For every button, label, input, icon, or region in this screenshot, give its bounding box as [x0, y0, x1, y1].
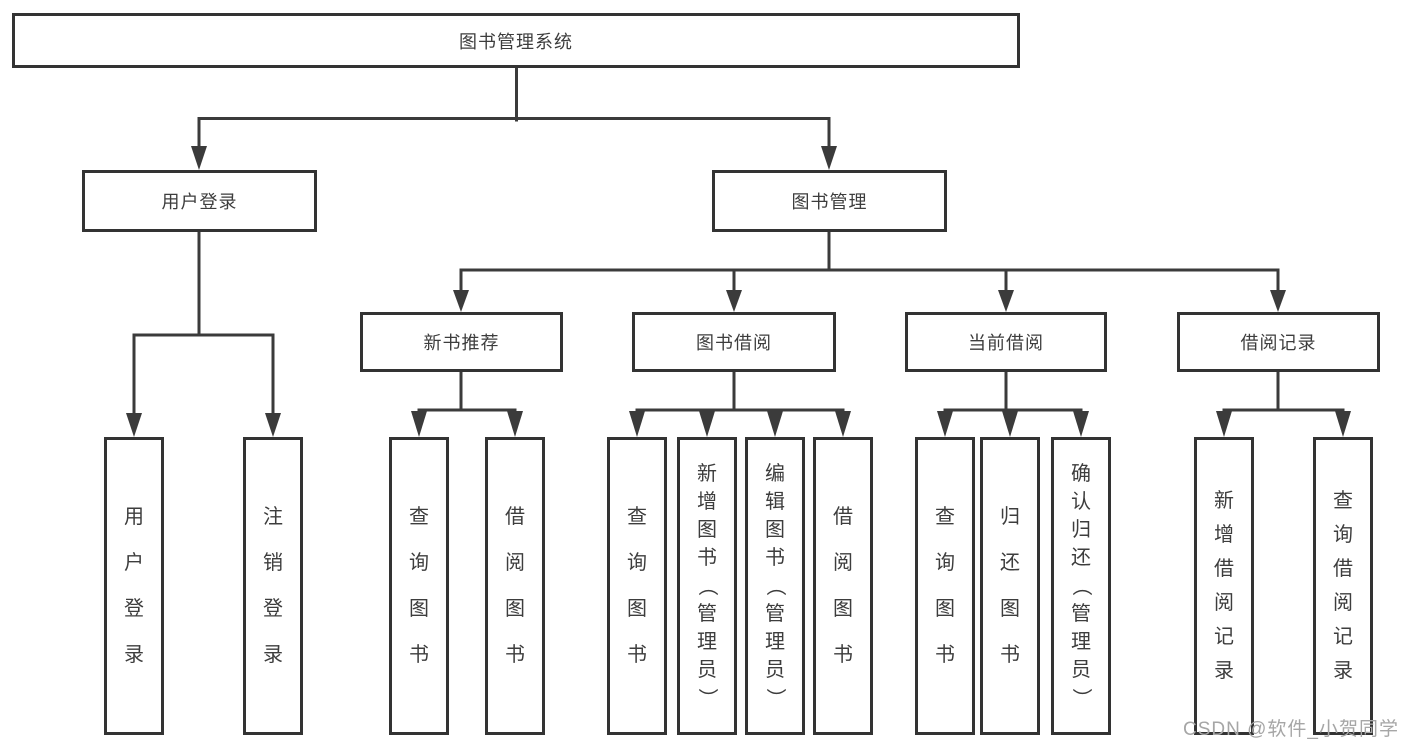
arrow-icon	[835, 411, 851, 437]
node-new-book-recommend: 新书推荐	[360, 312, 563, 372]
connector-borrow-split	[635, 408, 845, 412]
arrow-icon	[191, 146, 207, 170]
leaf-user-login: 用户登录	[104, 437, 164, 735]
node-current-borrow: 当前借阅	[905, 312, 1107, 372]
leaf-edit-book-admin-label: 编辑图书（管理员）	[764, 463, 786, 708]
node-book-management: 图书管理	[712, 170, 947, 232]
arrow-icon	[726, 290, 742, 312]
connector-level1-split	[197, 117, 831, 150]
arrow-icon	[1002, 411, 1018, 437]
arrow-icon	[937, 411, 953, 437]
leaf-return-book-label: 归还图书	[1000, 506, 1020, 666]
arrow-icon	[1270, 290, 1286, 312]
leaf-query-borrow-record: 查询借阅记录	[1313, 437, 1373, 735]
arrow-icon	[1216, 411, 1232, 437]
leaf-query-books-3: 查询图书	[915, 437, 975, 735]
node-borrow-records: 借阅记录	[1177, 312, 1380, 372]
leaf-user-login-label: 用户登录	[124, 506, 144, 666]
arrow-icon	[821, 146, 837, 170]
leaf-logout-label: 注销登录	[263, 506, 283, 666]
leaf-add-borrow-record: 新增借阅记录	[1194, 437, 1254, 735]
leaf-confirm-return-admin-label: 确认归还（管理员）	[1070, 463, 1092, 708]
leaf-borrow-books-2-label: 借阅图书	[833, 506, 853, 666]
leaf-query-borrow-record-label: 查询借阅记录	[1333, 490, 1353, 682]
node-user-login-label: 用户登录	[161, 192, 238, 212]
watermark: CSDN @软件_小贺同学	[1183, 719, 1399, 740]
leaf-borrow-books-1-label: 借阅图书	[505, 506, 525, 666]
leaf-borrow-books-1: 借阅图书	[485, 437, 545, 735]
arrow-icon	[126, 413, 142, 437]
node-current-borrow-label: 当前借阅	[968, 333, 1044, 353]
arrow-icon	[699, 411, 715, 437]
arrow-icon	[767, 411, 783, 437]
arrow-icon	[629, 411, 645, 437]
leaf-logout: 注销登录	[243, 437, 303, 735]
arrow-icon	[453, 290, 469, 312]
connector-newbook-split	[417, 408, 517, 412]
node-root: 图书管理系统	[12, 13, 1020, 68]
leaf-query-books-2: 查询图书	[607, 437, 667, 735]
node-book-borrow-label: 图书借阅	[696, 333, 772, 353]
leaf-return-book: 归还图书	[980, 437, 1040, 735]
connector-bookmgmt-split	[459, 268, 1280, 292]
connector-records-split	[1222, 408, 1345, 412]
leaf-add-book-admin-label: 新增图书（管理员）	[696, 463, 718, 708]
arrow-icon	[265, 413, 281, 437]
arrow-icon	[1073, 411, 1089, 437]
node-book-borrow: 图书借阅	[632, 312, 836, 372]
node-borrow-records-label: 借阅记录	[1240, 333, 1317, 353]
connector-current-split	[943, 408, 1083, 412]
node-root-label: 图书管理系统	[459, 31, 573, 52]
leaf-query-books-1: 查询图书	[389, 437, 449, 735]
arrow-icon	[998, 290, 1014, 312]
node-book-management-label: 图书管理	[791, 192, 868, 212]
leaf-query-books-2-label: 查询图书	[627, 506, 647, 666]
arrow-icon	[507, 411, 523, 437]
leaf-confirm-return-admin: 确认归还（管理员）	[1051, 437, 1111, 735]
node-new-book-recommend-label: 新书推荐	[423, 333, 500, 353]
leaf-query-books-3-label: 查询图书	[935, 506, 955, 666]
leaf-borrow-books-2: 借阅图书	[813, 437, 873, 735]
leaf-add-book-admin: 新增图书（管理员）	[677, 437, 737, 735]
leaf-add-borrow-record-label: 新增借阅记录	[1214, 490, 1234, 682]
leaf-edit-book-admin: 编辑图书（管理员）	[745, 437, 805, 735]
leaf-query-books-1-label: 查询图书	[409, 506, 429, 666]
arrow-icon	[411, 411, 427, 437]
arrow-icon	[1335, 411, 1351, 437]
connector-userlogin-split	[132, 333, 275, 415]
node-user-login: 用户登录	[82, 170, 317, 232]
